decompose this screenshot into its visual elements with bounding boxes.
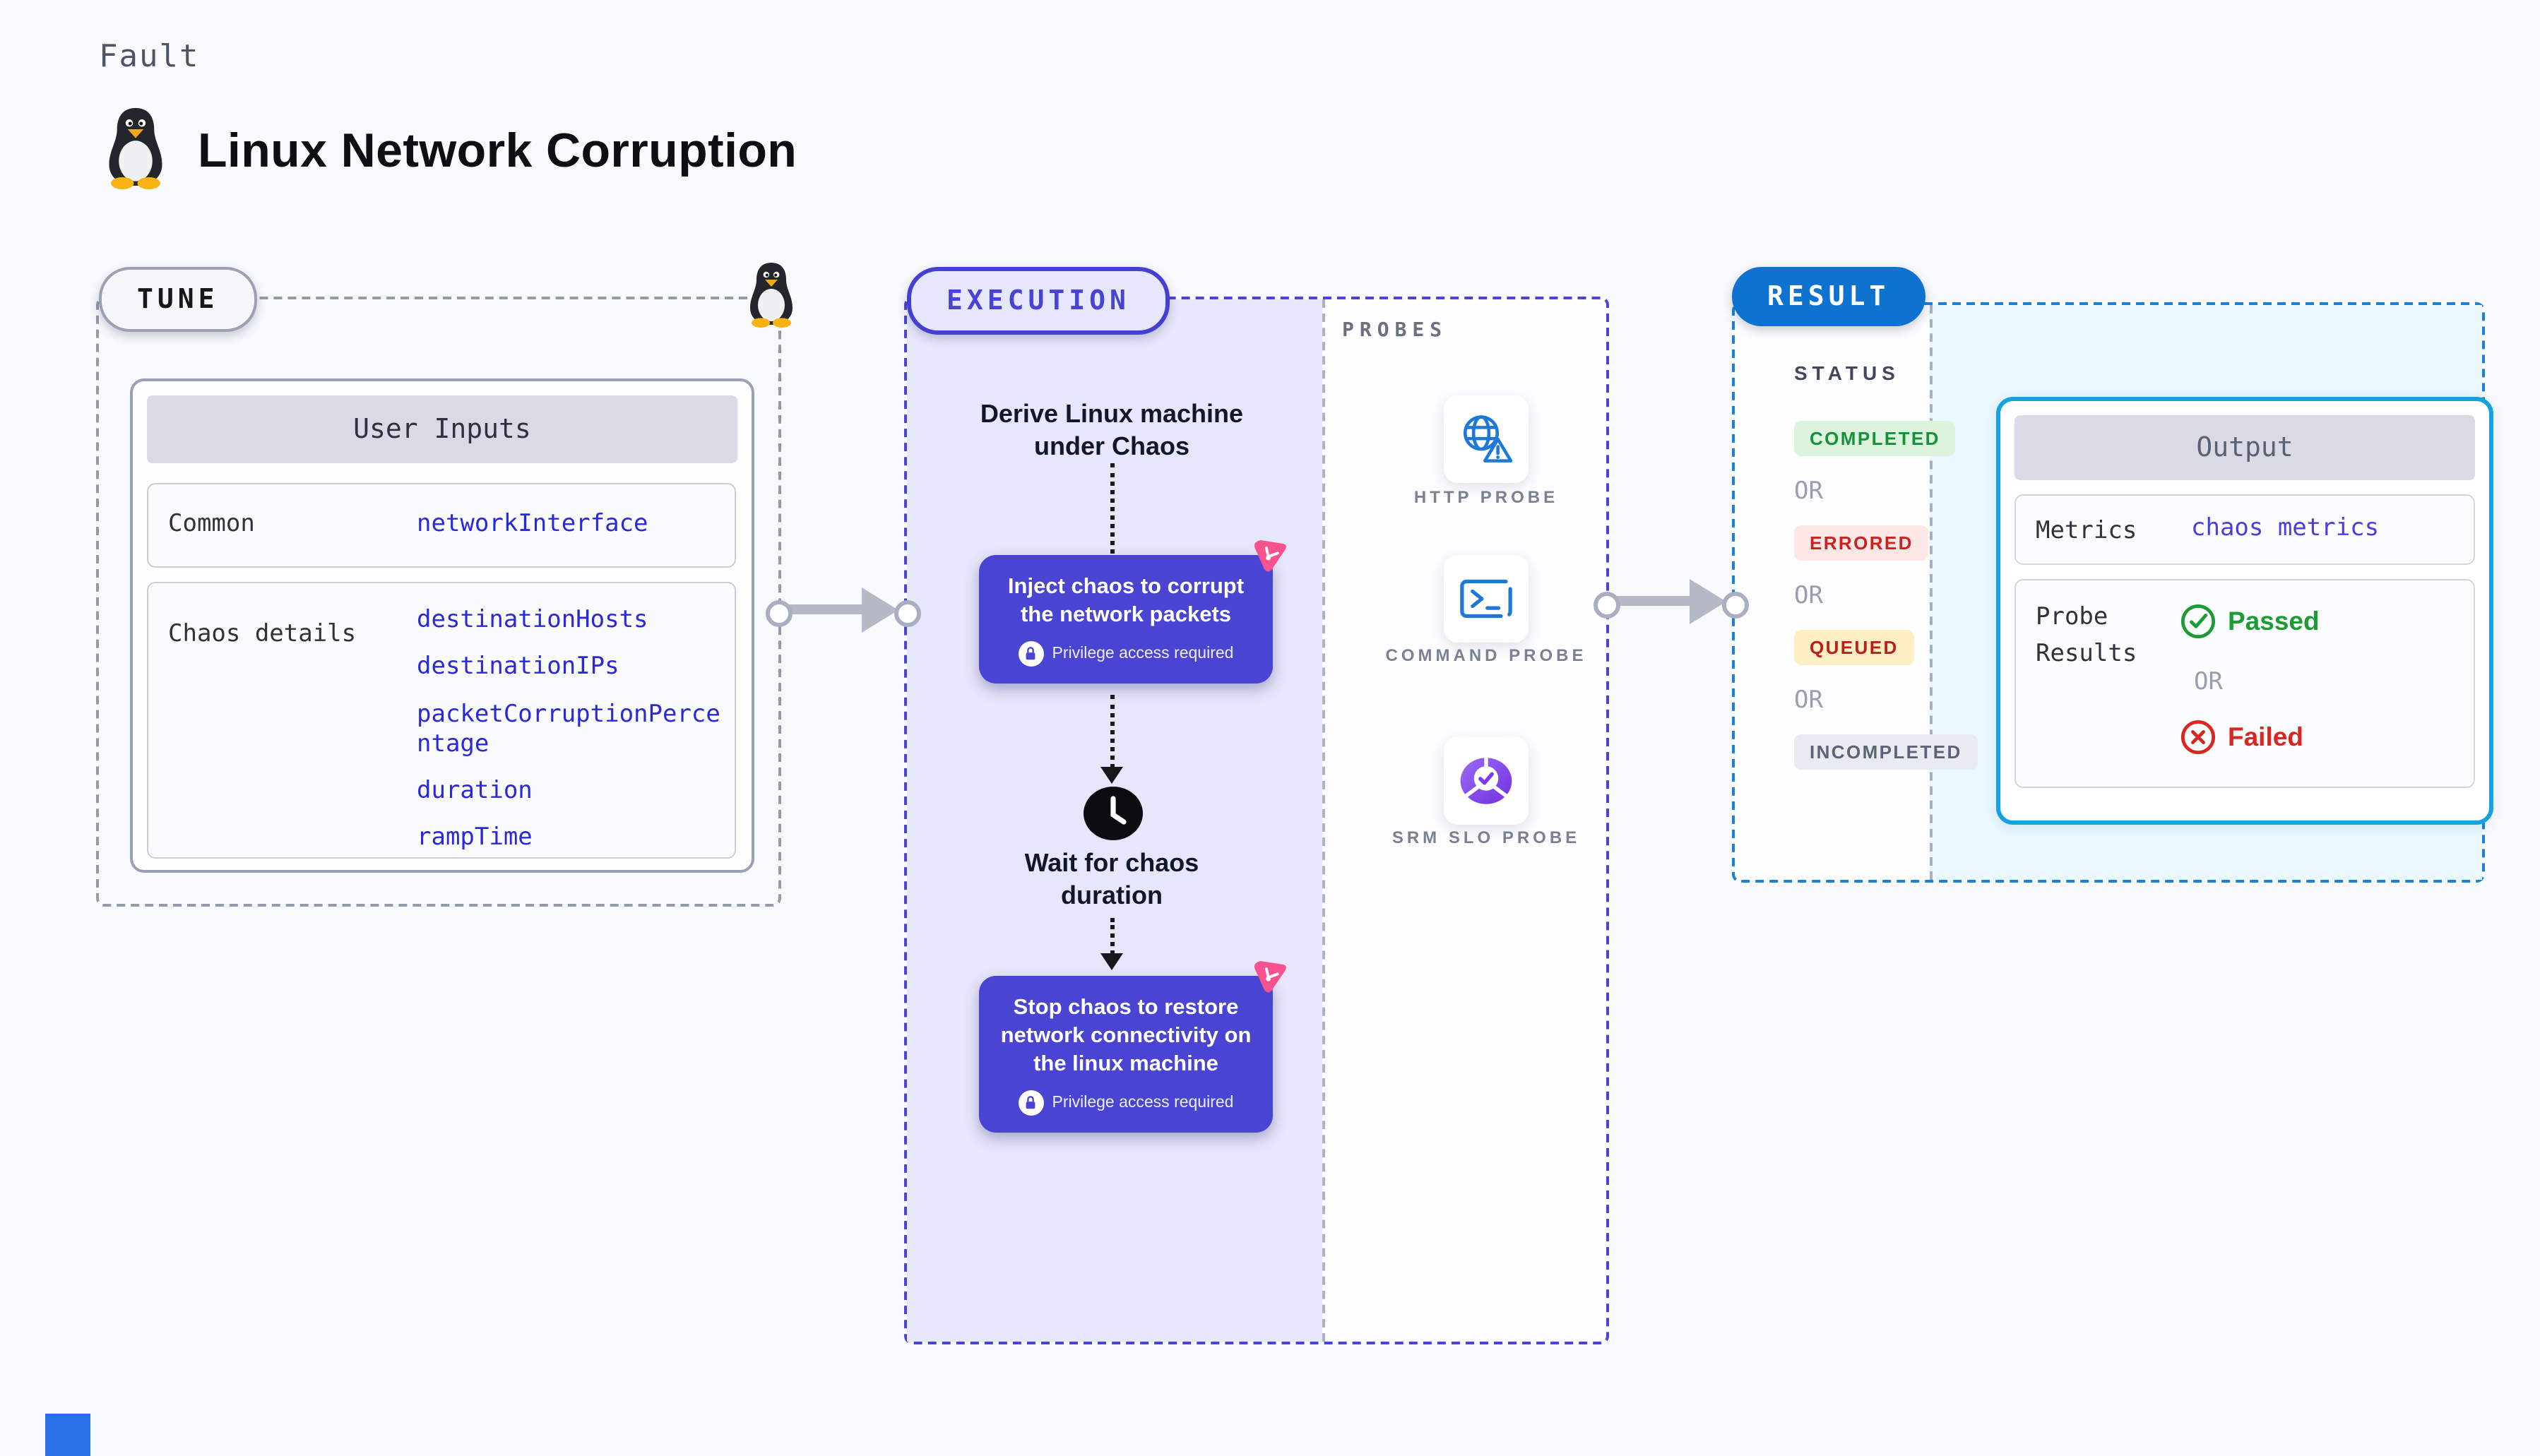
- privilege-text: Privilege access required: [1052, 645, 1234, 663]
- or-label: OR: [1794, 582, 1823, 610]
- result-divider: [1930, 305, 1933, 880]
- failed-label: Failed: [2228, 722, 2303, 751]
- srm-slo-probe-card: [1444, 737, 1529, 825]
- corner-marker: [45, 1414, 90, 1456]
- connector-arrow: [781, 604, 866, 614]
- user-inputs-card: User Inputs Common networkInterface Chao…: [130, 378, 754, 873]
- probe-results-label: Probe Results: [2036, 603, 2137, 667]
- srm-slo-probe-label: SRM SLO PROBE: [1391, 828, 1581, 847]
- flow-arrow-down: [1100, 918, 1123, 970]
- input-value: rampTime: [417, 823, 533, 852]
- metrics-value: chaos metrics: [2191, 514, 2380, 542]
- input-value: destinationIPs: [417, 652, 619, 681]
- probe-results-row: Probe Results Passed OR Failed: [2014, 579, 2475, 788]
- connector-arrowhead: [1690, 579, 1726, 624]
- input-row-common: Common networkInterface: [147, 483, 736, 568]
- step-inject-text: Inject chaos to corrupt the network pack…: [1007, 575, 1245, 628]
- input-value: duration: [417, 777, 533, 805]
- step-inject-chaos-card: Inject chaos to corrupt the network pack…: [979, 539, 1286, 684]
- http-probe-card: [1444, 395, 1529, 483]
- tune-badge: TUNE: [99, 267, 257, 332]
- clock-icon: [1084, 787, 1143, 840]
- status-label: STATUS: [1794, 362, 1900, 384]
- step-wait-duration: Wait for chaos duration: [1024, 849, 1199, 910]
- passed-label: Passed: [2228, 606, 2320, 635]
- lock-icon: [1018, 641, 1044, 667]
- probes-divider: [1322, 299, 1325, 1342]
- connector-ring: [1722, 592, 1749, 619]
- command-probe-icon: [1460, 579, 1512, 619]
- step-stop-text: Stop chaos to restore network connectivi…: [1000, 996, 1252, 1077]
- privilege-chip: Privilege access required: [993, 1090, 1259, 1116]
- passed-line: Passed: [2180, 603, 2320, 640]
- input-value: packetCorruptionPercentage: [417, 700, 720, 758]
- result-badge: RESULT: [1732, 267, 1925, 326]
- check-circle-icon: [2180, 604, 2216, 639]
- input-row-label: Common: [168, 510, 255, 538]
- input-value: networkInterface: [417, 510, 648, 538]
- connector-ring: [766, 600, 793, 627]
- flow-arrow-down: [1100, 695, 1123, 784]
- privilege-chip: Privilege access required: [993, 641, 1259, 667]
- x-circle-icon: [2180, 720, 2216, 755]
- metrics-row: Metrics chaos metrics: [2014, 494, 2475, 565]
- chaos-spark-icon: [1254, 539, 1286, 572]
- connector-arrowhead: [862, 587, 898, 633]
- step-stop-chaos-card: Stop chaos to restore network connectivi…: [979, 960, 1286, 1133]
- input-row-chaos-details: Chaos details destinationHosts destinati…: [147, 582, 736, 859]
- metrics-label: Metrics: [2036, 517, 2137, 545]
- connector-arrow: [1610, 596, 1692, 606]
- tux-penguin-small-icon: [750, 263, 793, 328]
- chaos-spark-icon: [1254, 960, 1286, 993]
- output-header: Output: [2014, 415, 2475, 480]
- command-probe-label: COMMAND PROBE: [1385, 645, 1587, 665]
- output-card: Output Metrics chaos metrics Probe Resul…: [1996, 397, 2493, 825]
- input-row-label: Chaos details: [168, 620, 357, 648]
- probes-label: PROBES: [1342, 319, 1448, 342]
- lock-icon: [1018, 1090, 1044, 1116]
- user-inputs-header: User Inputs: [147, 395, 737, 463]
- tux-penguin-icon: [109, 108, 162, 189]
- or-label: OR: [1794, 686, 1823, 715]
- fault-kind-label: Fault: [99, 40, 200, 75]
- status-incompleted-badge: INCOMPLETED: [1794, 734, 1978, 770]
- execution-badge: EXECUTION: [907, 267, 1170, 335]
- srm-slo-probe-icon: [1460, 756, 1512, 804]
- connector-ring: [894, 600, 921, 627]
- http-probe-icon: [1463, 415, 1513, 463]
- connector-ring: [1594, 592, 1620, 619]
- status-queued-badge: QUEUED: [1794, 630, 1914, 665]
- http-probe-label: HTTP PROBE: [1413, 487, 1559, 507]
- step-derive-machine: Derive Linux machine under Chaos: [980, 400, 1244, 461]
- privilege-text: Privilege access required: [1052, 1094, 1234, 1112]
- or-label: OR: [1794, 477, 1823, 506]
- input-value: destinationHosts: [417, 606, 648, 634]
- page-title: Linux Network Corruption: [198, 124, 797, 178]
- or-label: OR: [2194, 668, 2223, 696]
- status-errored-badge: ERRORED: [1794, 525, 1929, 561]
- failed-line: Failed: [2180, 719, 2303, 756]
- command-probe-card: [1444, 555, 1529, 643]
- status-completed-badge: COMPLETED: [1794, 421, 1956, 456]
